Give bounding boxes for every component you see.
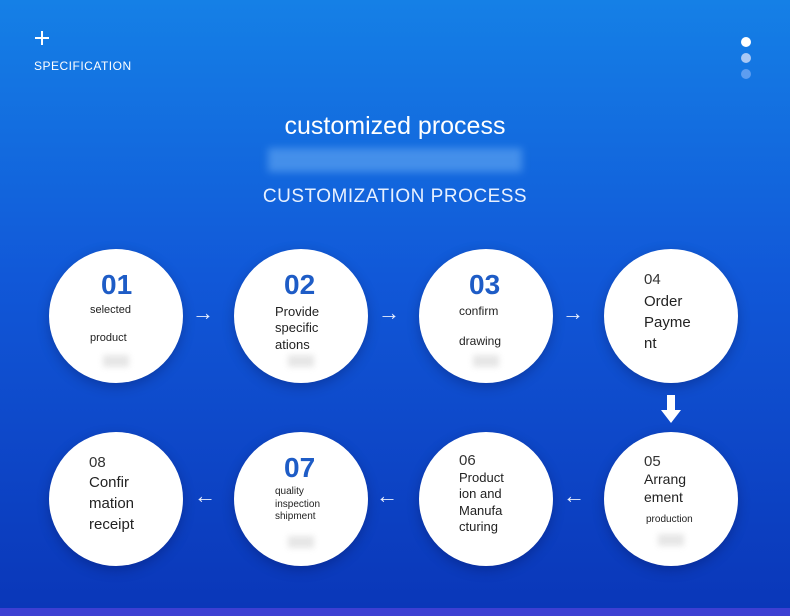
- step-number: 07: [284, 452, 316, 483]
- bottom-strip: [0, 608, 790, 616]
- pagination-dot-1[interactable]: [741, 37, 751, 47]
- step-number: 01: [101, 269, 133, 300]
- step-ghost-text: [658, 534, 684, 546]
- arrow-left-icon: ←: [563, 483, 585, 508]
- page-title: customized process: [284, 112, 506, 140]
- arrow-right-icon: →: [192, 300, 214, 325]
- step-ghost-text: [103, 355, 129, 367]
- step-label: confirm drawing: [459, 304, 502, 348]
- step-label: Confir mation receipt: [89, 474, 135, 533]
- step-06-circle: 06 Product ion and Manufa cturing: [419, 432, 553, 566]
- step-label: quality inspection shipment: [275, 486, 321, 522]
- step-08-circle: 08 Confir mation receipt: [49, 432, 183, 566]
- step-number: 06: [459, 452, 476, 469]
- step-ghost-text: [473, 355, 499, 367]
- step-07-circle: 07 quality inspection shipment: [234, 432, 368, 566]
- blurred-caption: [268, 148, 522, 172]
- pagination-dot-3[interactable]: [741, 69, 751, 79]
- step-02-circle: 02 Provide specific ations: [234, 249, 368, 383]
- arrow-left-icon: ←: [376, 483, 398, 508]
- step-05-circle: 05 Arrang ement production: [604, 432, 738, 566]
- step-label: selected product: [90, 304, 131, 344]
- step-label: Product ion and Manufa cturing: [459, 470, 504, 534]
- step-01-circle: 01 selected product: [49, 249, 183, 383]
- step-number: 05: [644, 453, 661, 470]
- pagination-dot-2[interactable]: [741, 53, 751, 63]
- arrow-right-icon: →: [378, 300, 400, 325]
- step-ghost-text: [288, 536, 314, 548]
- pagination-dots: [741, 37, 753, 85]
- step-label: Arrang ement: [644, 471, 687, 505]
- page-subtitle: CUSTOMIZATION PROCESS: [262, 186, 528, 207]
- arrow-right-icon: →: [562, 300, 584, 325]
- arrow-left-icon: ←: [194, 483, 216, 508]
- step-number: 02: [284, 269, 316, 300]
- step-sublabel: production: [646, 514, 693, 525]
- step-number: 08: [89, 454, 106, 471]
- step-ghost-text: [288, 355, 314, 367]
- step-label: Order Payme nt: [644, 293, 691, 352]
- step-03-circle: 03 confirm drawing: [419, 249, 553, 383]
- plus-icon[interactable]: [34, 30, 50, 46]
- specification-label: SPECIFICATION: [34, 59, 132, 73]
- step-04-circle: 04 Order Payme nt: [604, 249, 738, 383]
- step-number: 03: [469, 269, 501, 300]
- arrow-down-icon: [661, 395, 681, 423]
- step-label: Provide specific ations: [275, 304, 320, 352]
- step-number: 04: [644, 271, 661, 288]
